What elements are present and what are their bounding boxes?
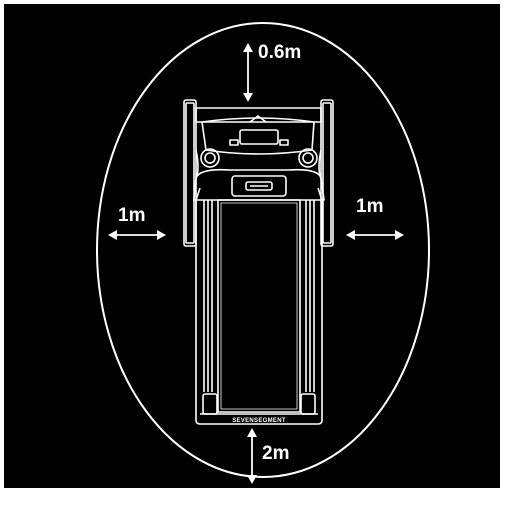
right-clearance-arrow — [346, 230, 404, 240]
treadmill-brand-text: SEVENSEGMENT — [232, 418, 286, 424]
right-clearance-label: 1m — [356, 196, 383, 217]
bottom-clearance-label: 2m — [262, 443, 289, 464]
left-clearance-arrow — [108, 230, 166, 240]
bottom-clearance-arrow — [247, 428, 257, 484]
top-clearance-label: 0.6m — [258, 42, 301, 63]
left-clearance-label: 1m — [118, 205, 145, 226]
treadmill-top-view — [183, 99, 334, 425]
diagram-panel — [4, 4, 500, 488]
clearance-zone-ellipse — [96, 22, 430, 478]
top-clearance-arrow — [243, 43, 253, 102]
